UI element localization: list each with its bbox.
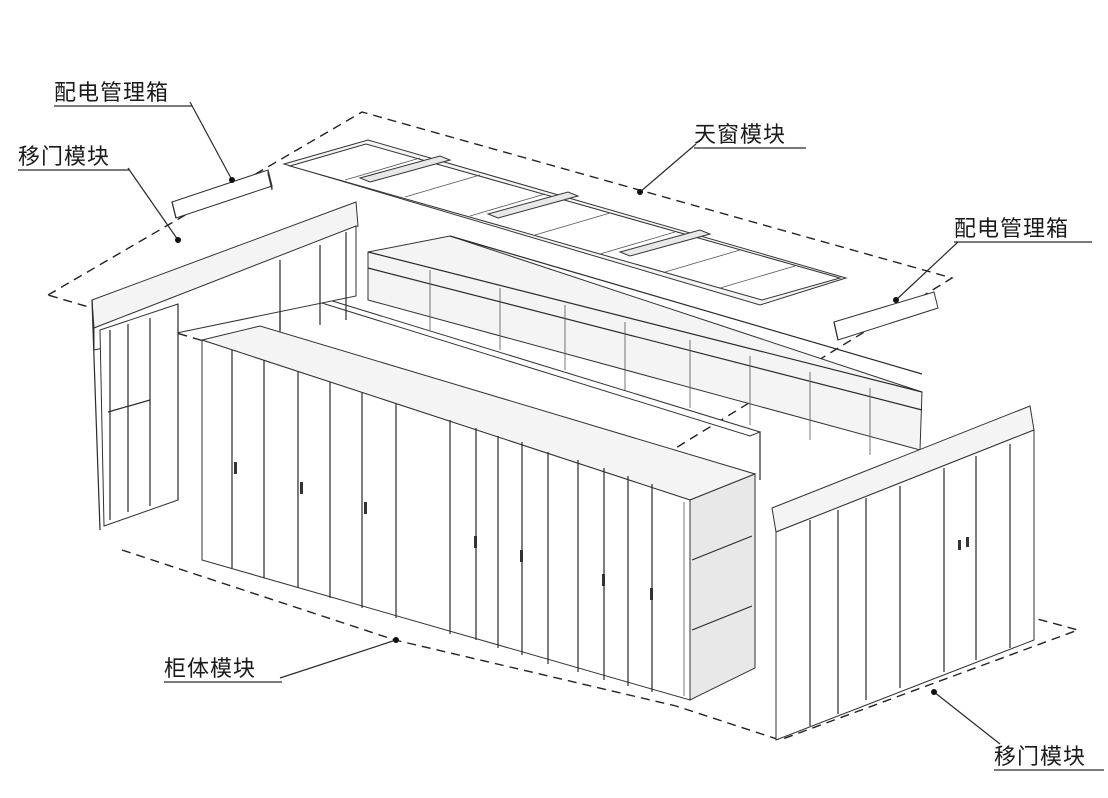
sliding-door-left: [91, 201, 359, 531]
label-door-left: 移门模块: [18, 145, 110, 170]
handle-icon: [300, 482, 303, 494]
label-pdu-right: 配电管理箱: [954, 217, 1069, 242]
leader-dot-icon: [637, 189, 643, 195]
skylight-module: [282, 139, 848, 306]
label-door-right: 移门模块: [994, 745, 1086, 770]
handle-icon: [364, 502, 367, 514]
pdu-box-right: [833, 291, 939, 341]
leader-dot-icon: [393, 637, 399, 643]
sliding-door-right: [771, 405, 1035, 741]
label-skylight: 天窗模块: [694, 123, 786, 148]
label-pdu-left: 配电管理箱: [54, 81, 169, 106]
handle-icon: [966, 537, 969, 547]
labels: 配电管理箱 移门模块 天窗模块 配电管理箱 柜体模块 移门模块: [18, 81, 1104, 771]
label-cabinet: 柜体模块: [164, 657, 256, 682]
handle-icon: [602, 574, 605, 586]
leader-dot-icon: [931, 689, 937, 695]
cabinet-module: [200, 325, 757, 701]
leader-dot-icon: [893, 297, 899, 303]
rear-rack-frame: [279, 235, 923, 480]
handle-icon: [650, 588, 653, 600]
pdu-box-left: [171, 169, 273, 219]
handle-icon: [958, 540, 961, 550]
leader-dot-icon: [229, 177, 235, 183]
handle-icon: [474, 536, 477, 548]
leader-dot-icon: [175, 237, 181, 243]
handle-icon: [520, 550, 523, 562]
leader-lines: [127, 101, 1001, 745]
handle-icon: [234, 462, 237, 474]
bottom-footprint-outline: [121, 549, 1081, 741]
